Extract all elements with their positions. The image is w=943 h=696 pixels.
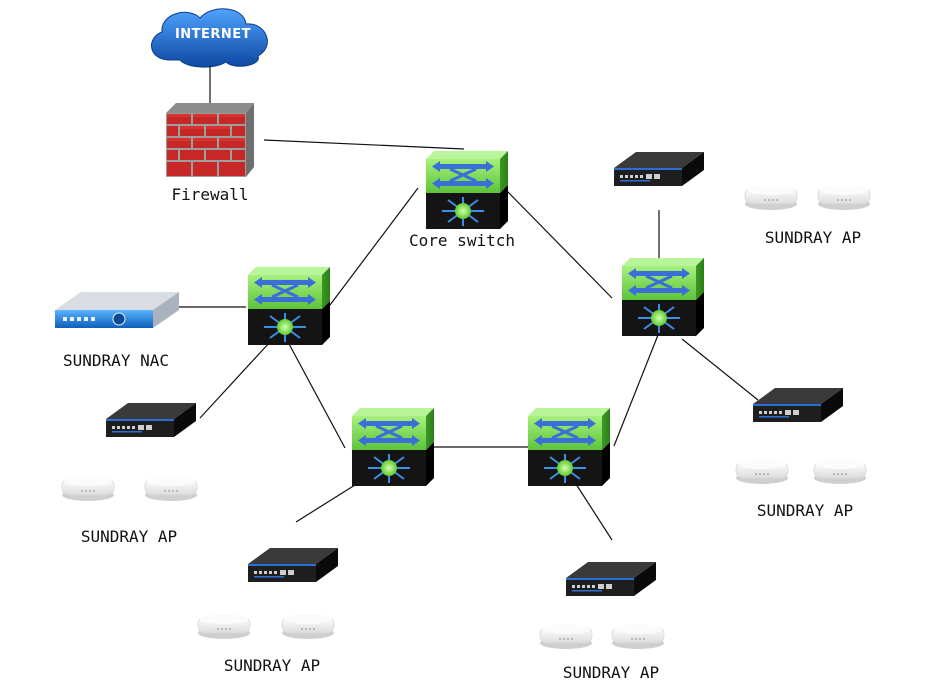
ap-bottom-left-label: SUNDRAY AP <box>224 656 320 675</box>
controller-left-icon <box>106 403 196 437</box>
controller-bottom-center-icon <box>566 562 656 596</box>
ap-top-right-2-icon <box>817 184 871 211</box>
controller-top-right-icon <box>614 152 704 186</box>
link-lowright-controller <box>575 483 613 541</box>
switch-left-icon <box>246 265 332 347</box>
ap-right-1-icon <box>735 458 789 485</box>
internet-label: INTERNET <box>175 27 251 42</box>
link-left-controller <box>199 341 271 419</box>
ap-right-2-icon <box>813 458 867 485</box>
link-core-right <box>503 187 613 299</box>
switch-right-icon <box>620 256 706 338</box>
link-right-controller-right <box>681 338 759 401</box>
ap-left-2-icon <box>144 475 198 502</box>
switch-bottom-left-icon <box>350 406 436 488</box>
ap-bottom-center-label: SUNDRAY AP <box>563 663 659 682</box>
controller-right-icon <box>753 388 843 422</box>
core-switch-icon <box>424 149 510 231</box>
ap-top-right-label: SUNDRAY AP <box>765 228 861 247</box>
ap-left-label: SUNDRAY AP <box>81 527 177 546</box>
firewall-icon <box>166 103 254 177</box>
internet-cloud-icon: INTERNET <box>151 8 268 68</box>
ap-top-right-1-icon <box>744 184 798 211</box>
link-core-left <box>329 187 419 306</box>
core-switch-label: Core switch <box>409 231 515 250</box>
link-lowleft-controller <box>295 484 356 523</box>
ap-bottom-left-1-icon <box>197 613 251 640</box>
link-firewall-core <box>263 139 465 150</box>
nac-appliance-icon <box>55 292 179 328</box>
link-left-lowleft <box>287 341 346 449</box>
ap-bottom-center-1-icon <box>539 623 593 650</box>
ap-right-label: SUNDRAY AP <box>757 501 853 520</box>
links <box>178 139 759 541</box>
ap-bottom-center-2-icon <box>611 623 665 650</box>
ap-bottom-left-2-icon <box>281 613 335 640</box>
ap-left-1-icon <box>61 475 115 502</box>
firewall-label: Firewall <box>171 185 248 204</box>
link-lowright-right <box>613 334 659 447</box>
switch-bottom-right-icon <box>526 406 612 488</box>
controller-bottom-left-icon <box>248 548 338 582</box>
nac-label: SUNDRAY NAC <box>63 351 169 370</box>
